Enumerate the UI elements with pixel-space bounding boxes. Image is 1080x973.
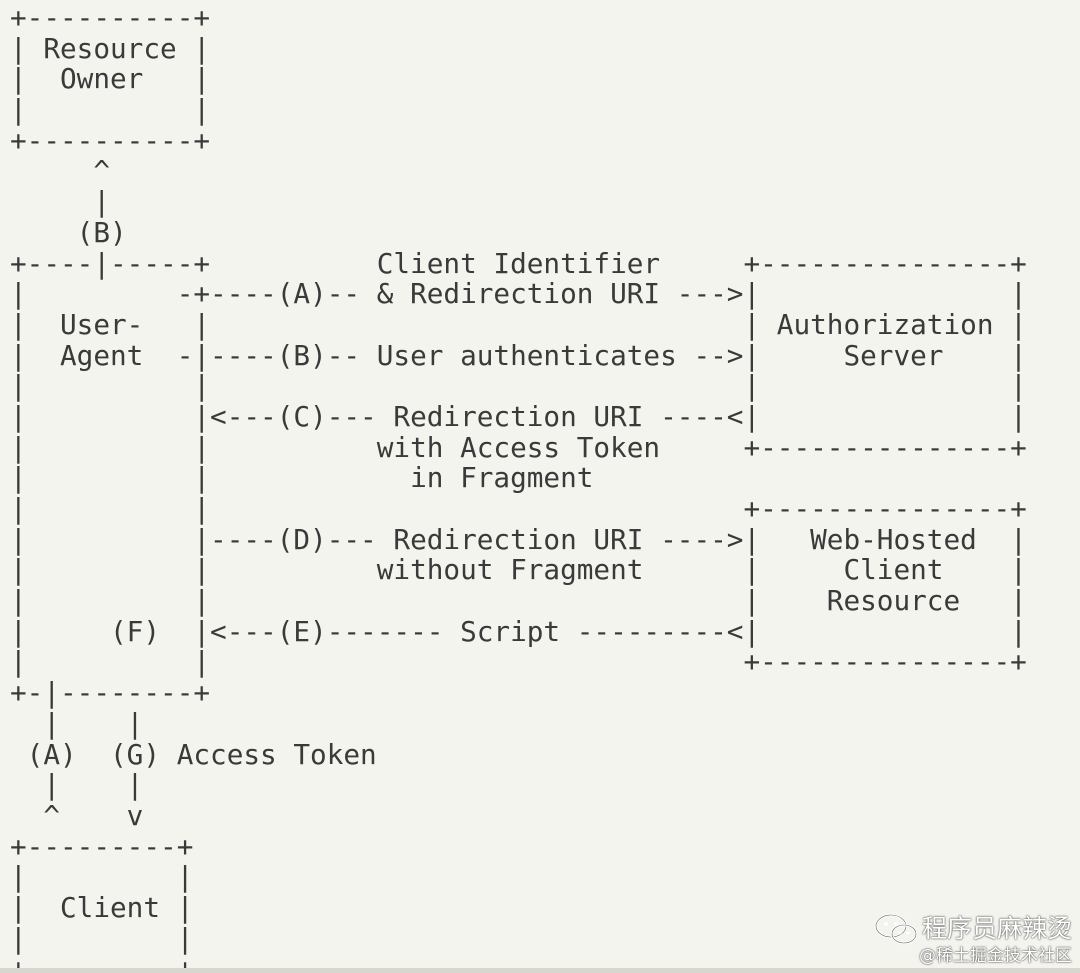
diagram-line: | Owner | (10, 62, 211, 96)
diagram-line: +----------+ (10, 1, 211, 34)
diagram-line: | | | | (10, 369, 1027, 403)
diagram-line: (A) (G) Access Token (10, 737, 377, 771)
diagram-line: | |----(D)--- Redirection URI ---->| Web… (10, 522, 1027, 556)
diagram-line: | | (10, 921, 194, 955)
diagram-line: | | (10, 860, 194, 894)
wechat-icon (874, 913, 918, 945)
diagram-line: | Agent -|----(B)-- User authenticates -… (10, 338, 1027, 372)
diagram-line: +----------+ (10, 123, 211, 157)
diagram-line: | | (10, 93, 211, 127)
diagram-line: | (F) |<---(E)------- Script ---------<|… (10, 614, 1027, 648)
watermark-sub-text: @稀土掘金技术社区 (919, 946, 1072, 966)
diagram-line: | |<---(C)--- Redirection URI ----<| | (10, 399, 1027, 433)
watermark: 程序员麻辣烫 @稀土掘金技术社区 (874, 913, 1072, 967)
diagram-line: (B) (10, 215, 127, 249)
diagram-line: +---------+ (10, 829, 194, 863)
diagram-line: | | (10, 768, 144, 802)
diagram-line: +-|--------+ (10, 676, 211, 710)
diagram-line: | | +---------------+ (10, 492, 1027, 525)
diagram-line: | Resource | (10, 31, 211, 65)
diagram-line: +----|-----+ Client Identifier +--------… (10, 246, 1027, 280)
diagram-line: | | (10, 706, 144, 740)
diagram-line: ^ (10, 154, 111, 188)
diagram-line: | | with Access Token +---------------+ (10, 430, 1027, 464)
diagram-line: | | in Fragment (10, 461, 594, 495)
diagram-line: | | +---------------+ (10, 645, 1027, 679)
diagram-line: | | without Fragment | Client | (10, 553, 1027, 587)
ascii-flow-diagram: +----------+| Resource || Owner || |+---… (10, 1, 1027, 973)
watermark-main-text: 程序员麻辣烫 (921, 914, 1072, 943)
diagram-line: | Client | (10, 890, 194, 924)
diagram-line: | | | Resource | (10, 584, 1027, 618)
diagram-line: | -+----(A)-- & Redirection URI --->| | (10, 277, 1027, 311)
diagram-line: | User- | | Authorization | (10, 307, 1027, 341)
watermark-main: 程序员麻辣烫 (874, 913, 1072, 945)
diagram-line: ^ v (10, 798, 144, 832)
bottom-divider (0, 968, 1080, 973)
diagram-line: | (10, 185, 111, 219)
